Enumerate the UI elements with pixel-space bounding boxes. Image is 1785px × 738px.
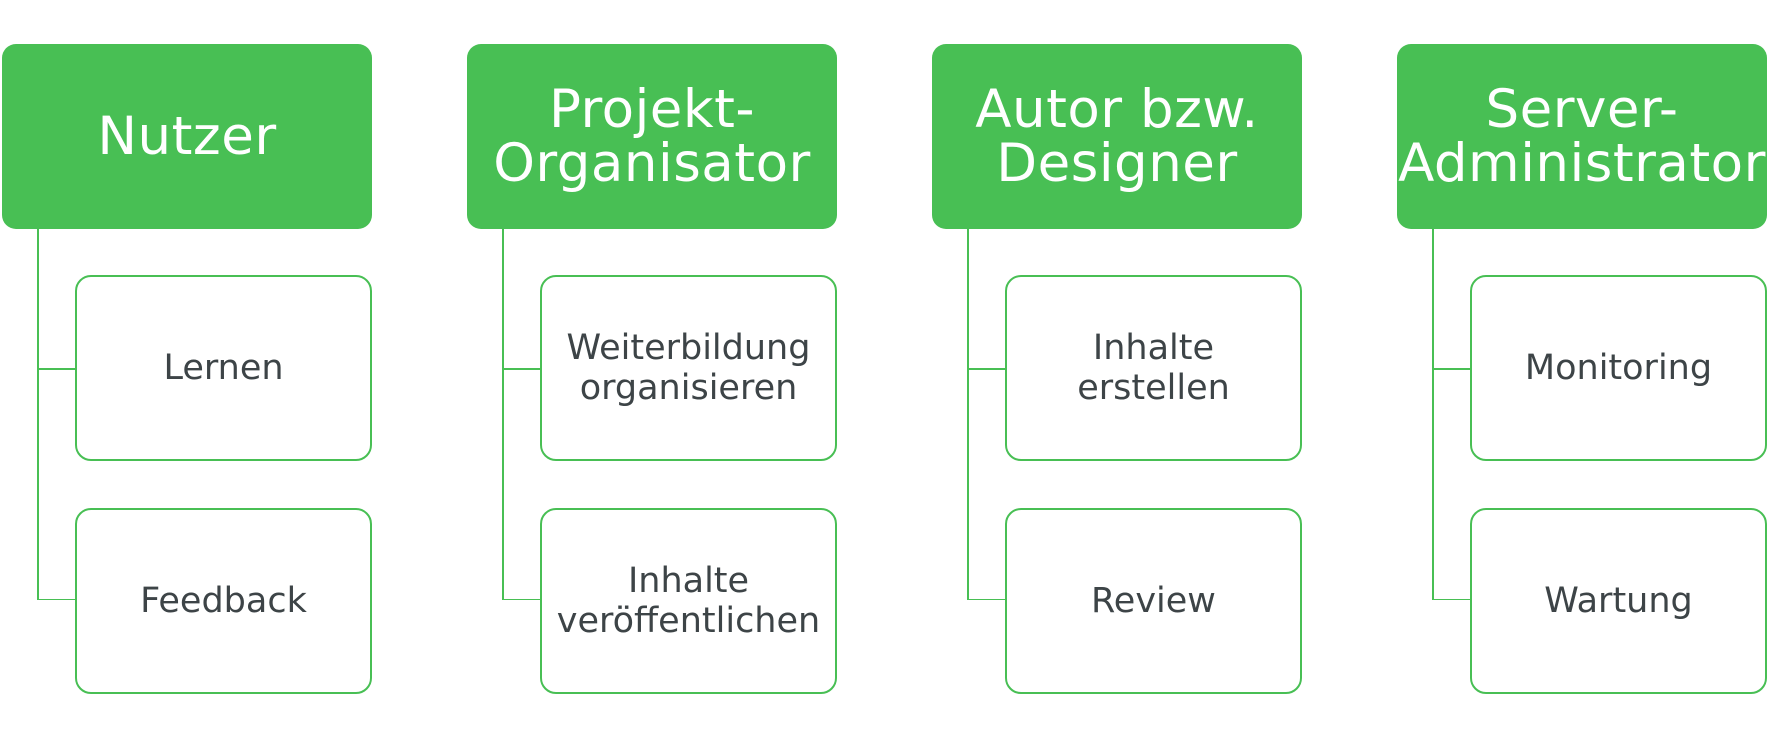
role-box-autor-designer: Autor bzw. Designer [932, 44, 1302, 229]
role-box-server-administrator: Server- Administrator [1397, 44, 1767, 229]
role-title: Projekt- Organisator [493, 78, 811, 194]
task-box-weiterbildung-organisieren: Weiterbildung organisieren [540, 275, 837, 461]
role-title: Server- Administrator [1398, 78, 1766, 194]
task-label: Weiterbildung organisieren [566, 328, 811, 408]
role-column-autor-designer: Autor bzw. Designer Inhalte erstellen Re… [932, 44, 1308, 694]
task-label: Lernen [163, 348, 284, 388]
task-box-review: Review [1005, 508, 1302, 694]
task-box-feedback: Feedback [75, 508, 372, 694]
role-title: Nutzer [97, 105, 277, 167]
role-column-server-administrator: Server- Administrator Monitoring Wartung [1397, 44, 1773, 694]
role-column-nutzer: Nutzer Lernen Feedback [2, 44, 378, 694]
task-label: Inhalte veröffentlichen [556, 561, 821, 641]
task-label: Monitoring [1524, 348, 1713, 388]
task-label: Feedback [140, 581, 307, 621]
task-box-inhalte-veroeffentlichen: Inhalte veröffentlichen [540, 508, 837, 694]
task-box-inhalte-erstellen: Inhalte erstellen [1005, 275, 1302, 461]
connector-lines [967, 229, 1005, 600]
role-column-projekt-organisator: Projekt- Organisator Weiterbildung organ… [467, 44, 843, 694]
task-label: Review [1091, 581, 1216, 621]
task-label: Wartung [1544, 581, 1693, 621]
task-box-wartung: Wartung [1470, 508, 1767, 694]
task-label: Inhalte erstellen [1077, 328, 1230, 408]
connector-lines [1432, 229, 1470, 600]
task-box-lernen: Lernen [75, 275, 372, 461]
role-title: Autor bzw. Designer [975, 78, 1259, 194]
role-box-nutzer: Nutzer [2, 44, 372, 229]
role-box-projekt-organisator: Projekt- Organisator [467, 44, 837, 229]
connector-lines [502, 229, 540, 600]
connector-lines [37, 229, 75, 600]
task-box-monitoring: Monitoring [1470, 275, 1767, 461]
